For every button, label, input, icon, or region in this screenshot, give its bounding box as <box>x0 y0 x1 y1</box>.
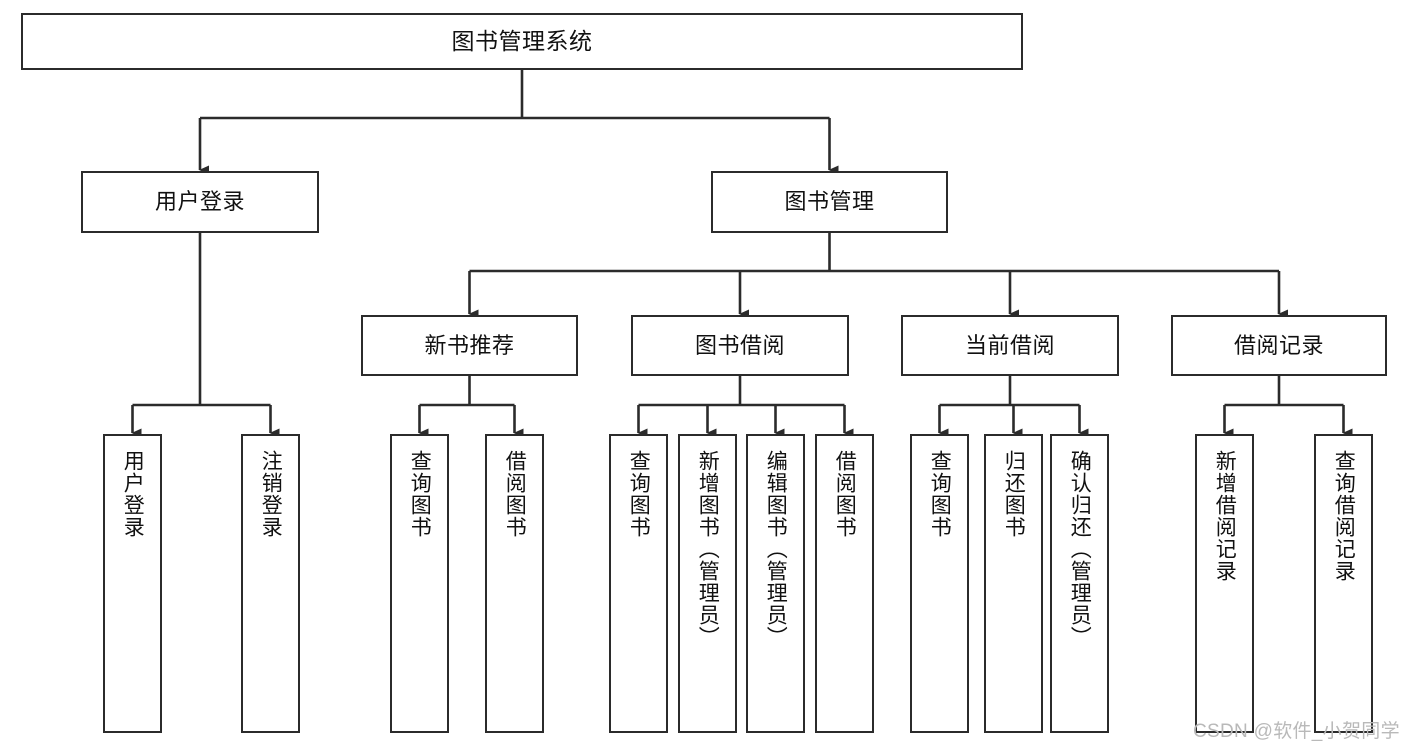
node-l3-c1[interactable]: 查询图书 <box>609 434 668 733</box>
node-label: 图书借阅 <box>694 332 785 358</box>
node-l3-a2[interactable]: 注销登录 <box>241 434 300 733</box>
node-label: 借阅图书 <box>833 450 857 538</box>
node-label: 归还图书 <box>1002 450 1026 538</box>
node-label: 查询借阅记录 <box>1332 450 1356 582</box>
node-l3-e1[interactable]: 新增借阅记录 <box>1195 434 1254 733</box>
node-l3-e2[interactable]: 查询借阅记录 <box>1314 434 1373 733</box>
node-label: 借阅图书 <box>503 450 527 538</box>
node-root[interactable]: 图书管理系统 <box>21 13 1023 70</box>
node-label: 查询图书 <box>627 450 651 538</box>
node-l3-c2[interactable]: 新增图书（管理员） <box>678 434 737 733</box>
node-label: 查询图书 <box>408 450 432 538</box>
node-label: 当前借阅 <box>964 332 1055 358</box>
node-l2-current[interactable]: 当前借阅 <box>901 315 1119 376</box>
node-l2-record[interactable]: 借阅记录 <box>1171 315 1387 376</box>
node-l3-d2[interactable]: 归还图书 <box>984 434 1043 733</box>
connector-lines <box>131 70 1353 438</box>
node-l3-b1[interactable]: 查询图书 <box>390 434 449 733</box>
node-l3-c3[interactable]: 编辑图书（管理员） <box>746 434 805 733</box>
node-l3-a1[interactable]: 用户登录 <box>103 434 162 733</box>
node-l1-manage[interactable]: 图书管理 <box>711 171 948 233</box>
node-label: 借阅记录 <box>1233 332 1324 358</box>
node-l3-d1[interactable]: 查询图书 <box>910 434 969 733</box>
node-label: 图书管理系统 <box>451 27 593 54</box>
node-label: 用户登录 <box>154 189 245 215</box>
node-l2-borrow[interactable]: 图书借阅 <box>631 315 849 376</box>
watermark-label: CSDN @软件_小贺同学 <box>1193 721 1400 742</box>
node-l3-c4[interactable]: 借阅图书 <box>815 434 874 733</box>
node-label: 新增借阅记录 <box>1213 450 1237 582</box>
node-l3-b2[interactable]: 借阅图书 <box>485 434 544 733</box>
node-label: 图书管理 <box>784 189 875 215</box>
node-label: 注销登录 <box>259 450 283 538</box>
node-label: 编辑图书（管理员） <box>764 450 788 648</box>
node-label: 查询图书 <box>928 450 952 538</box>
node-label: 新书推荐 <box>424 332 515 358</box>
node-l3-d3[interactable]: 确认归还（管理员） <box>1050 434 1109 733</box>
node-l2-newbook[interactable]: 新书推荐 <box>361 315 578 376</box>
node-label: 新增图书（管理员） <box>696 450 720 648</box>
node-label: 确认归还（管理员） <box>1068 450 1092 648</box>
node-l1-login[interactable]: 用户登录 <box>81 171 319 233</box>
node-label: 用户登录 <box>121 450 145 538</box>
